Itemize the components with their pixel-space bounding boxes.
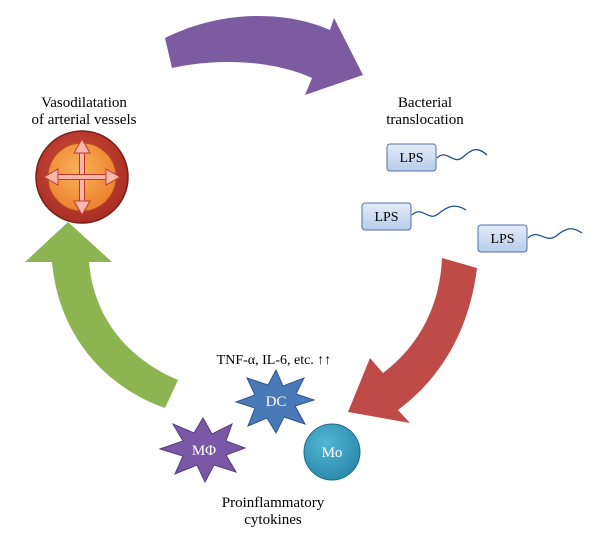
lps-label-2: LPS [374, 210, 398, 225]
monocyte-icon: Mo [303, 423, 361, 481]
dc-label: DC [266, 394, 287, 410]
arterial-vessel-icon [35, 130, 129, 224]
macrophage-label: MΦ [192, 443, 216, 459]
dendritic-cell-icon: DC [234, 368, 316, 435]
proinflammatory-label-line1: Proinflammatory [222, 495, 325, 511]
lps-molecule-3: LPS [477, 224, 583, 253]
bacterial-label-line1: Bacterial [398, 95, 452, 111]
proinflammatory-label-line2: cytokines [244, 512, 302, 528]
lps-molecule-1: LPS [386, 143, 488, 172]
lps-label-3: LPS [490, 232, 514, 247]
lps-label-1: LPS [399, 151, 423, 166]
bacterial-label-line2: translocation [386, 112, 464, 128]
monocyte-label: Mo [322, 445, 343, 461]
vasodilatation-label-line2: of arterial vessels [32, 112, 137, 128]
purple-cycle-arrow [165, 15, 363, 95]
green-cycle-arrow [25, 222, 178, 408]
macrophage-icon: MΦ [158, 417, 247, 484]
vasodilatation-label-line1: Vasodilatation [41, 95, 127, 111]
lps-molecule-2: LPS [361, 202, 467, 231]
red-cycle-arrow [348, 258, 477, 423]
cytokine-levels-label: TNF-α, IL-6, etc. ↑↑ [217, 353, 332, 368]
